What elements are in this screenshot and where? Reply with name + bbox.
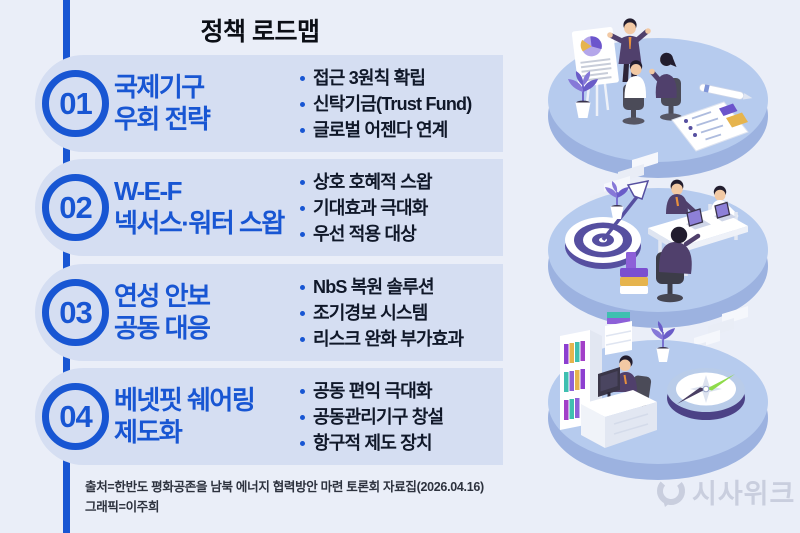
footer-credits: 출처=한반도 평화공존을 남북 에너지 협력방안 마련 토론회 자료집(2026… <box>85 477 515 517</box>
isometric-illustration <box>548 18 768 480</box>
bullet-dot-icon <box>300 440 305 446</box>
step-title-line2: 제도화 <box>114 416 183 447</box>
bullet-text: 공동관리기구 창설 <box>313 406 444 427</box>
step-title: 베넷핏 쉐어링 제도화 <box>114 368 256 465</box>
bullet-dot-icon <box>300 310 305 316</box>
bullet-item: NbS 복원 솔루션 <box>300 274 463 300</box>
roadmap-step-2: 02 W-E-F 넥서스·워터 스왑 상호 호혜적 스왑 기대효과 극대화 우선… <box>35 159 503 256</box>
step-title: 연성 안보 공동 대응 <box>114 264 211 361</box>
step-bullets: 접근 3원칙 확립 신탁기금(Trust Fund) 글로벌 어젠다 연계 <box>300 65 472 143</box>
step-title: 국제기구 우회 전략 <box>114 55 211 152</box>
office-scene <box>548 312 768 480</box>
step-number-badge: 01 <box>42 70 109 137</box>
plant-icon <box>568 71 598 118</box>
step-title-line1: 베넷핏 쉐어링 <box>114 385 256 416</box>
step-number-badge: 02 <box>42 174 109 241</box>
step-title-line1: W-E-F <box>114 176 183 207</box>
bullet-dot-icon <box>300 205 305 211</box>
bullet-dot-icon <box>300 336 305 342</box>
bullet-item: 접근 3원칙 확립 <box>300 65 471 91</box>
document-icon <box>671 101 749 152</box>
bullet-item: 항구적 제도 장치 <box>300 430 443 456</box>
presentation-scene <box>548 18 768 178</box>
bullet-item: 조기경보 시스템 <box>300 300 463 326</box>
step-bullets: 상호 호혜적 스왑 기대효과 극대화 우선 적용 대상 <box>300 169 433 247</box>
bullet-dot-icon <box>300 101 305 107</box>
bullet-text: 신탁기금(Trust Fund) <box>313 93 472 114</box>
bullet-dot-icon <box>300 388 305 394</box>
step-number-badge: 04 <box>42 383 109 450</box>
seated-listener-figure <box>622 60 647 125</box>
cabinet-icon <box>605 312 632 355</box>
step-title-line1: 연성 안보 <box>114 281 211 312</box>
step-title-line2: 우회 전략 <box>114 103 211 134</box>
bullet-text: 상호 호혜적 스왑 <box>313 171 433 192</box>
step-bullets: NbS 복원 솔루션 조기경보 시스템 리스크 완화 부가효과 <box>300 274 464 352</box>
step-title-line2: 공동 대응 <box>114 312 211 343</box>
step-bullets: 공동 편익 극대화 공동관리기구 창설 항구적 제도 장치 <box>300 378 444 456</box>
step-title-line1: 국제기구 <box>114 72 205 103</box>
bullet-text: 글로벌 어젠다 연계 <box>313 119 448 140</box>
bullet-text: 리스크 완화 부가효과 <box>313 328 464 349</box>
roadmap-step-1: 01 국제기구 우회 전략 접근 3원칙 확립 신탁기금(Trust Fund)… <box>35 55 503 152</box>
bullet-dot-icon <box>300 284 305 290</box>
roadmap-step-4: 04 베넷핏 쉐어링 제도화 공동 편익 극대화 공동관리기구 창설 항구적 제… <box>35 368 503 465</box>
bullet-item: 공동 편익 극대화 <box>300 378 443 404</box>
page-title: 정책 로드맵 <box>200 18 320 46</box>
step-title: W-E-F 넥서스·워터 스왑 <box>114 159 285 256</box>
bullet-text: 항구적 제도 장치 <box>313 432 433 453</box>
source-line: 출처=한반도 평화공존을 남북 에너지 협력방안 마련 토론회 자료집(2026… <box>85 480 484 494</box>
bullet-text: 조기경보 시스템 <box>313 302 428 323</box>
bullet-item: 기대효과 극대화 <box>300 195 432 221</box>
credit-line: 그래픽=이주희 <box>85 500 160 514</box>
bullet-dot-icon <box>300 75 305 81</box>
bullet-text: 공동 편익 극대화 <box>313 380 433 401</box>
compass-icon <box>667 368 745 420</box>
target-arrow-icon <box>565 180 650 269</box>
step-number-badge: 03 <box>42 279 109 346</box>
roadmap-step-3: 03 연성 안보 공동 대응 NbS 복원 솔루션 조기경보 시스템 리스크 완… <box>35 264 503 361</box>
step-title-line2: 넥서스·워터 스왑 <box>114 207 285 238</box>
teamwork-desk-scene <box>548 179 768 328</box>
watermark: 시사위크 <box>655 472 795 511</box>
books-icon <box>620 252 648 294</box>
pen-icon <box>699 83 753 100</box>
worker-desk-icon <box>581 355 657 448</box>
bullet-dot-icon <box>300 179 305 185</box>
bullet-item: 신탁기금(Trust Fund) <box>300 91 472 117</box>
seated-listener-raised-hand-figure <box>649 52 682 121</box>
seated-worker-figure <box>656 226 701 303</box>
bullet-text: 우선 적용 대상 <box>313 223 417 244</box>
flipchart-pie-chart-icon <box>571 26 619 116</box>
bullet-text: NbS 복원 솔루션 <box>313 276 435 297</box>
bullet-item: 우선 적용 대상 <box>300 221 432 247</box>
sisaweek-logo-icon <box>657 476 685 507</box>
bullet-item: 리스크 완화 부가효과 <box>300 326 464 352</box>
bullet-item: 상호 호혜적 스왑 <box>300 169 433 195</box>
watermark-text: 시사위크 <box>692 479 796 509</box>
bullet-dot-icon <box>300 127 305 133</box>
plant-icon <box>651 321 675 362</box>
bullet-text: 기대효과 극대화 <box>313 197 428 218</box>
bullet-text: 접근 3원칙 확립 <box>313 67 426 88</box>
bullet-item: 공동관리기구 창설 <box>300 404 444 430</box>
bullet-dot-icon <box>300 414 305 420</box>
plant-icon <box>605 181 629 219</box>
bullet-item: 글로벌 어젠다 연계 <box>300 117 471 143</box>
bullet-dot-icon <box>300 231 305 237</box>
